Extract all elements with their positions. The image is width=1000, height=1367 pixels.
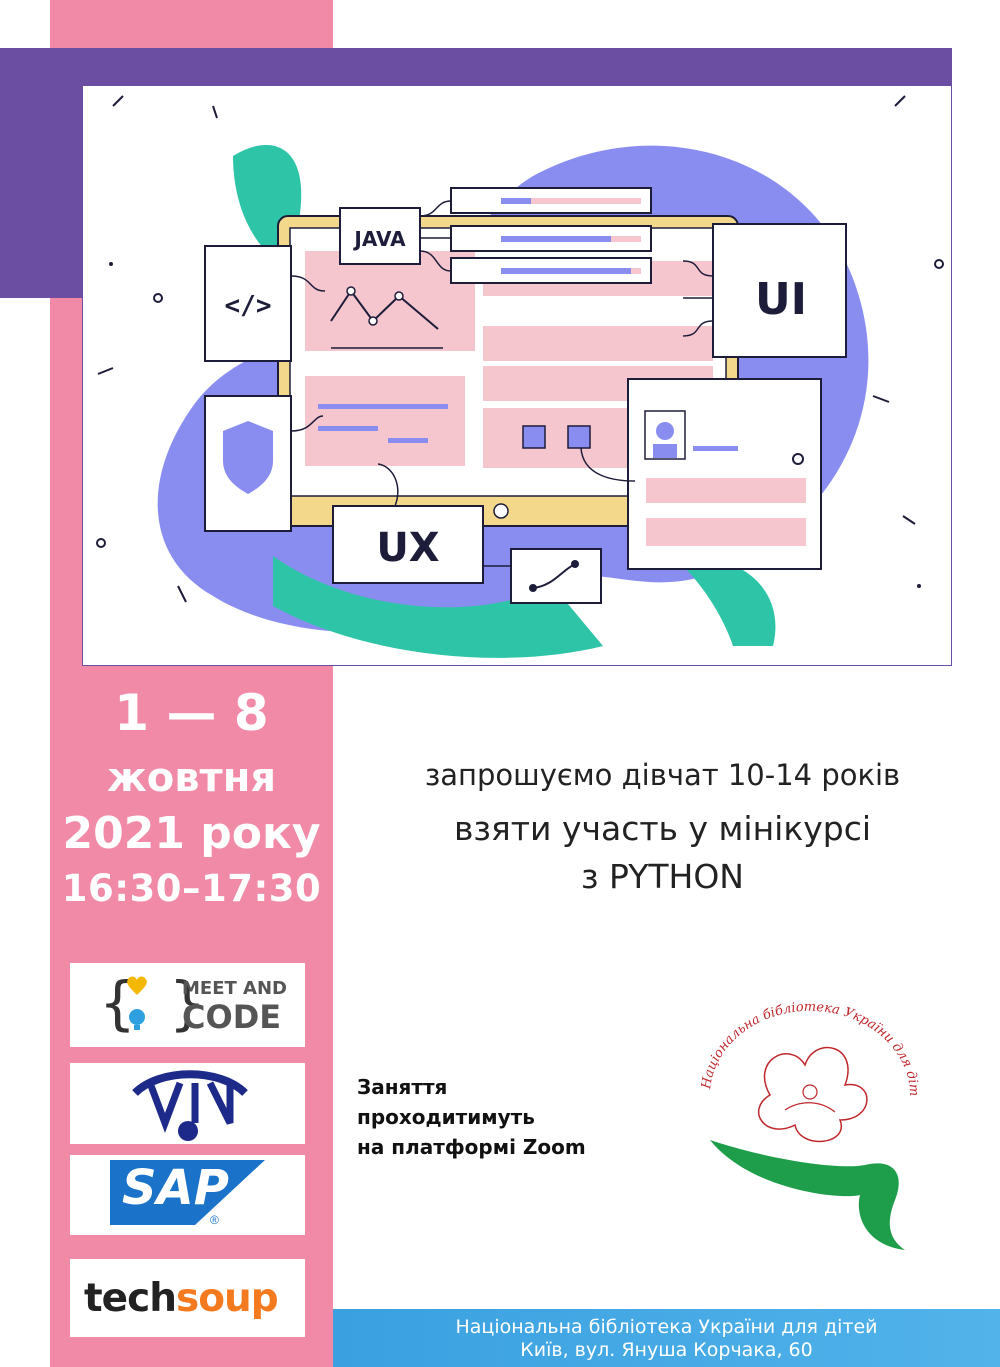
library-arc-text: Національна бібліотека України для дітей	[690, 1000, 920, 1097]
invitation-line-2: взяти участь у мінікурсі	[453, 809, 872, 848]
date-range: 1 — 8	[114, 684, 269, 742]
zoom-note-line-2: проходитимуть	[357, 1105, 535, 1129]
invitation-line-3: з PYTHON	[580, 857, 744, 896]
ux-label: UX	[376, 525, 439, 571]
date-month: жовтня	[106, 755, 277, 801]
library-emblem-icon: Національна бібліотека України для дітей	[686, 989, 921, 1250]
sap-shape-icon	[110, 1160, 265, 1225]
footer-line-1: Національна бібліотека України для дітей	[455, 1316, 878, 1338]
illustration-frame: JAVA </> UI UX	[82, 85, 952, 666]
brace-icon: { }	[100, 969, 205, 1037]
java-label: JAVA	[352, 227, 406, 251]
heart-bulb-icon	[127, 976, 147, 1030]
meet-and-code-line-1: MEET AND	[182, 978, 287, 999]
sap-registered: ®	[210, 1213, 219, 1227]
library-arc-text-path: Національна бібліотека України для дітей	[686, 989, 921, 1097]
sap-text: SAP	[122, 1160, 229, 1216]
code-label: </>	[225, 291, 272, 321]
techsoup-logo: techsoup	[70, 1259, 305, 1337]
event-dates: 1 — 8 жовтня 2021 року 16:30–17:30	[50, 688, 333, 907]
date-year: 2021 року	[62, 808, 321, 859]
techsoup-text: techsoup	[84, 1276, 279, 1321]
techsoup-part-2: soup	[175, 1276, 279, 1321]
techsoup-part-1: tech	[84, 1276, 177, 1321]
zoom-note-line-3: на платформі Zoom	[357, 1135, 586, 1159]
sap-logo: SAP ®	[70, 1155, 305, 1235]
event-time: 16:30–17:30	[61, 867, 322, 910]
meet-and-code-line-2: CODE	[182, 998, 282, 1036]
partner-emblem-logo	[70, 1063, 305, 1144]
web-development-illustration: JAVA </> UI UX	[96, 95, 944, 658]
library-logo: Національна бібліотека України для дітей	[686, 989, 921, 1250]
invitation-line-1: запрошуємо дівчат 10-14 років	[424, 758, 901, 792]
footer-address: Національна бібліотека України для дітей…	[333, 1309, 1000, 1367]
invitation-text: запрошуємо дівчат 10-14 років взяти учас…	[340, 757, 985, 897]
emblem-icon	[132, 1070, 248, 1141]
zoom-note: Заняття проходитимуть на платформі Zoom	[357, 1072, 586, 1162]
zoom-note-line-1: Заняття	[357, 1075, 448, 1099]
ui-label: UI	[755, 274, 807, 325]
meet-and-code-logo: { } MEET AND CODE	[70, 963, 305, 1047]
footer-line-2: Київ, вул. Януша Корчака, 60	[520, 1339, 813, 1361]
